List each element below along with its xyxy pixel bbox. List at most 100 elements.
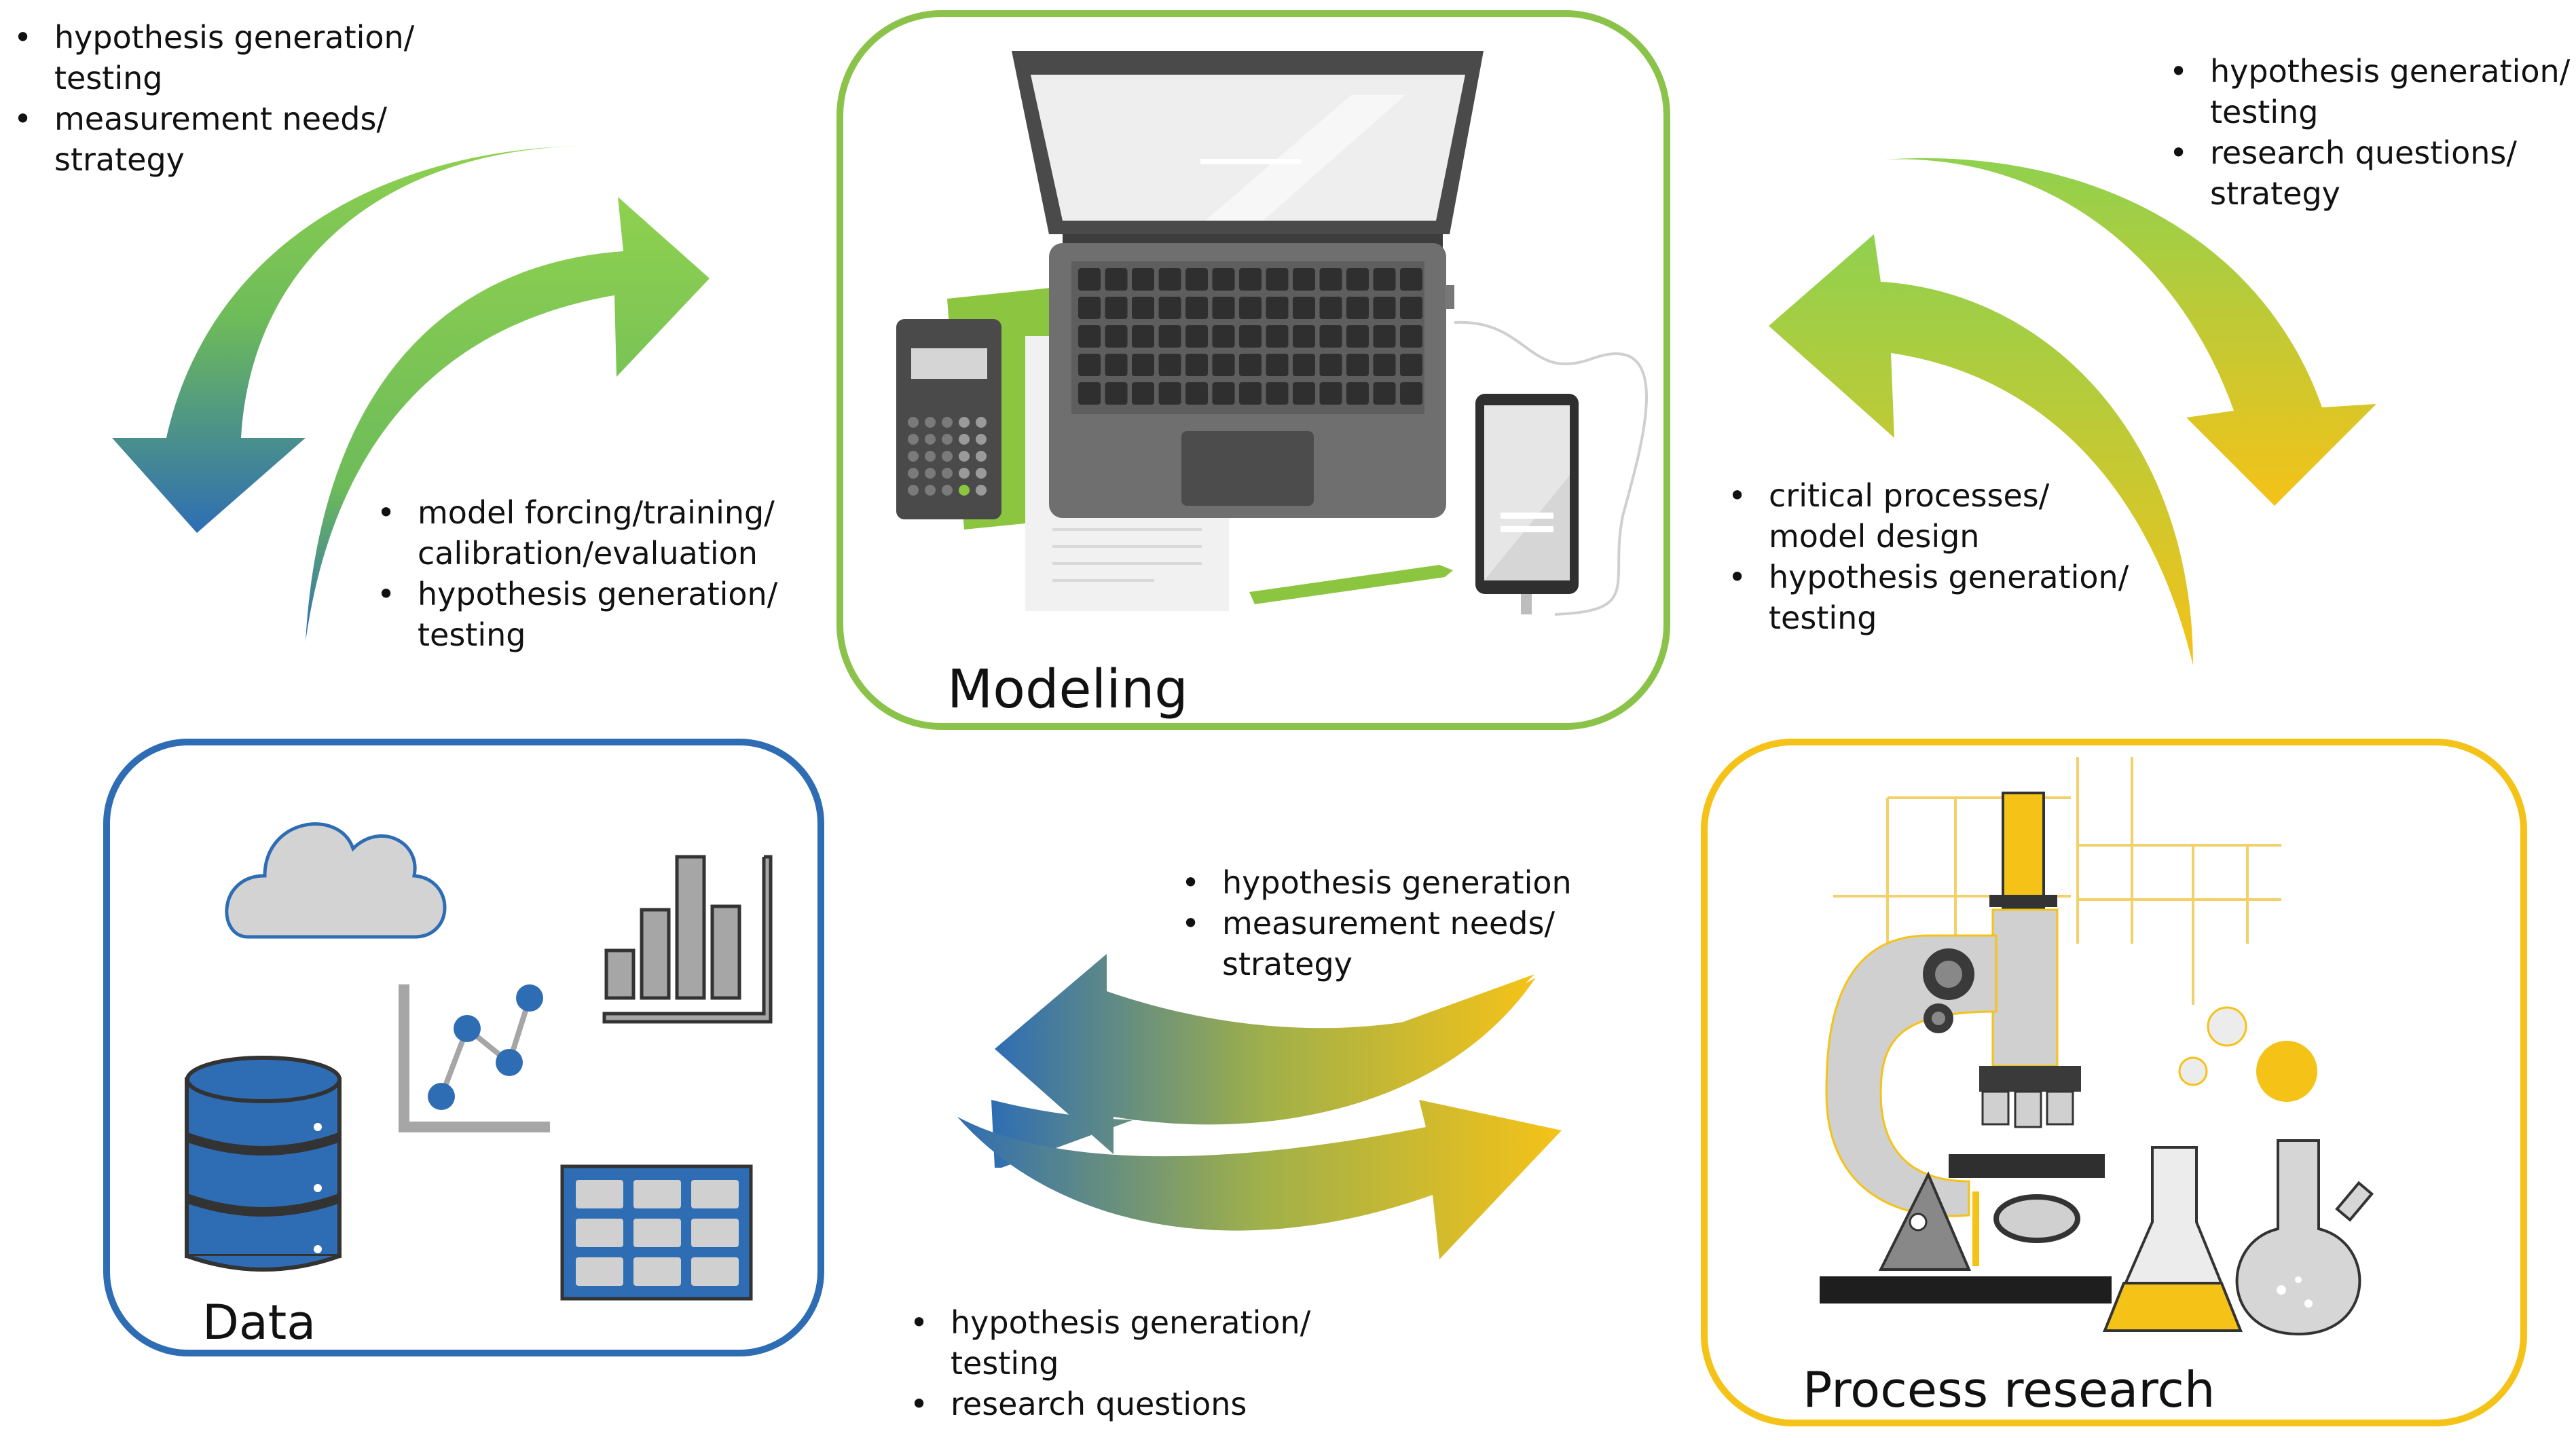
keyboard-key (1400, 325, 1422, 348)
box-label-data: Data (202, 1295, 316, 1350)
keyboard-key (1373, 382, 1396, 405)
note-bottom-top: hypothesis generation measurement needs/… (1181, 862, 1572, 984)
note-item: research questions/ strategy (2169, 132, 2570, 214)
keyboard-key (1373, 325, 1396, 348)
keyboard-key (1319, 325, 1342, 348)
keyboard-key (1132, 268, 1154, 291)
note-item: critical processes/ model design (1728, 475, 2129, 557)
table-cell (633, 1180, 681, 1208)
keyboard-key (1266, 297, 1289, 319)
calculator-key (942, 417, 953, 428)
calculator-key (942, 434, 953, 445)
keyboard-key (1346, 382, 1369, 405)
table-cell (633, 1257, 681, 1286)
keyboard-key (1319, 354, 1342, 376)
arrow-data-to-process (957, 1100, 1562, 1259)
calculator-key (942, 485, 953, 496)
keyboard-key (1105, 297, 1128, 319)
keyboard-key (1212, 354, 1235, 376)
arrow-modeling-to-process (1884, 158, 2376, 506)
note-item: measurement needs/ strategy (1181, 903, 1572, 984)
note-item: hypothesis generation/ testing (910, 1302, 1310, 1384)
calculator-key (942, 468, 953, 479)
keyboard-key (1319, 268, 1342, 291)
table-cell (691, 1219, 739, 1247)
keyboard-key (1400, 354, 1422, 376)
keyboard-key (1346, 268, 1369, 291)
keyboard-key (1239, 297, 1262, 319)
calculator-key (908, 434, 919, 445)
arrow-process-to-data-body (995, 954, 1536, 1154)
note-item: hypothesis generation/ testing (14, 17, 414, 98)
table-cell (576, 1257, 623, 1286)
note-item: hypothesis generation/ testing (1728, 557, 2129, 638)
line-chart-icon (399, 984, 550, 1132)
keyboard-key (1266, 268, 1289, 291)
keyboard-key (1293, 297, 1315, 319)
flask-icon (2102, 1006, 2374, 1336)
table-cell (691, 1257, 739, 1286)
keyboard-key (1212, 325, 1235, 348)
keyboard-key (1132, 354, 1154, 376)
note-item: research questions (910, 1384, 1310, 1424)
keyboard-key (1078, 325, 1101, 348)
table-cell (633, 1219, 681, 1247)
calculator-key (976, 434, 987, 445)
calculator-key (908, 451, 919, 462)
table-cell (691, 1180, 739, 1208)
note-bottom-bottom: hypothesis generation/ testing research … (910, 1302, 1310, 1424)
keyboard-key (1185, 268, 1208, 291)
note-left-mid: model forcing/training/ calibration/eval… (377, 492, 777, 655)
note-item: hypothesis generation/ testing (377, 574, 777, 655)
keyboard-key (1346, 354, 1369, 376)
database-icon (185, 1056, 342, 1272)
keyboard-key (1185, 382, 1208, 405)
arrow-modeling-to-data (112, 146, 577, 533)
keyboard-key (1212, 297, 1235, 319)
keyboard-key (1319, 382, 1342, 405)
arrow-data-to-modeling (306, 197, 710, 642)
calculator-key (976, 468, 987, 479)
calculator-key (976, 451, 987, 462)
calculator-key (925, 485, 936, 496)
calculator-key (908, 485, 919, 496)
calculator-key (959, 451, 970, 462)
pen-icon (1249, 565, 1453, 604)
keyboard-key (1266, 382, 1289, 405)
calculator-key (959, 417, 970, 428)
note-item: hypothesis generation (1181, 862, 1572, 903)
keyboard-key (1400, 382, 1422, 405)
calculator-key (908, 468, 919, 479)
keyboard-key (1105, 325, 1128, 348)
keyboard-key (1293, 325, 1315, 348)
keyboard-key (1373, 268, 1396, 291)
keyboard-key (1293, 382, 1315, 405)
calculator-key (925, 417, 936, 428)
calculator-key (942, 451, 953, 462)
calculator-key (908, 417, 919, 428)
box-label-process: Process research (1803, 1361, 2215, 1418)
keyboard-key (1158, 325, 1181, 348)
calculator-key (976, 485, 987, 496)
keyboard-key (1319, 297, 1342, 319)
keyboard-key (1132, 297, 1154, 319)
note-top-left: hypothesis generation/ testing measureme… (14, 17, 414, 180)
keyboard-key (1400, 268, 1422, 291)
cloud-icon (225, 822, 447, 939)
keyboard-key (1185, 297, 1208, 319)
keyboard-key (1239, 268, 1262, 291)
keyboard-key (1293, 354, 1315, 376)
keyboard-key (1212, 268, 1235, 291)
keyboard-key (1400, 297, 1422, 319)
keyboard-key (1293, 268, 1315, 291)
keyboard-key (1158, 354, 1181, 376)
note-item: measurement needs/ strategy (14, 98, 414, 180)
keyboard-key (1346, 325, 1369, 348)
keyboard-key (1266, 325, 1289, 348)
note-item: model forcing/training/ calibration/eval… (377, 492, 777, 574)
keyboard-key (1239, 325, 1262, 348)
keyboard-key (1212, 382, 1235, 405)
calculator-key (925, 451, 936, 462)
keyboard-key (1078, 297, 1101, 319)
